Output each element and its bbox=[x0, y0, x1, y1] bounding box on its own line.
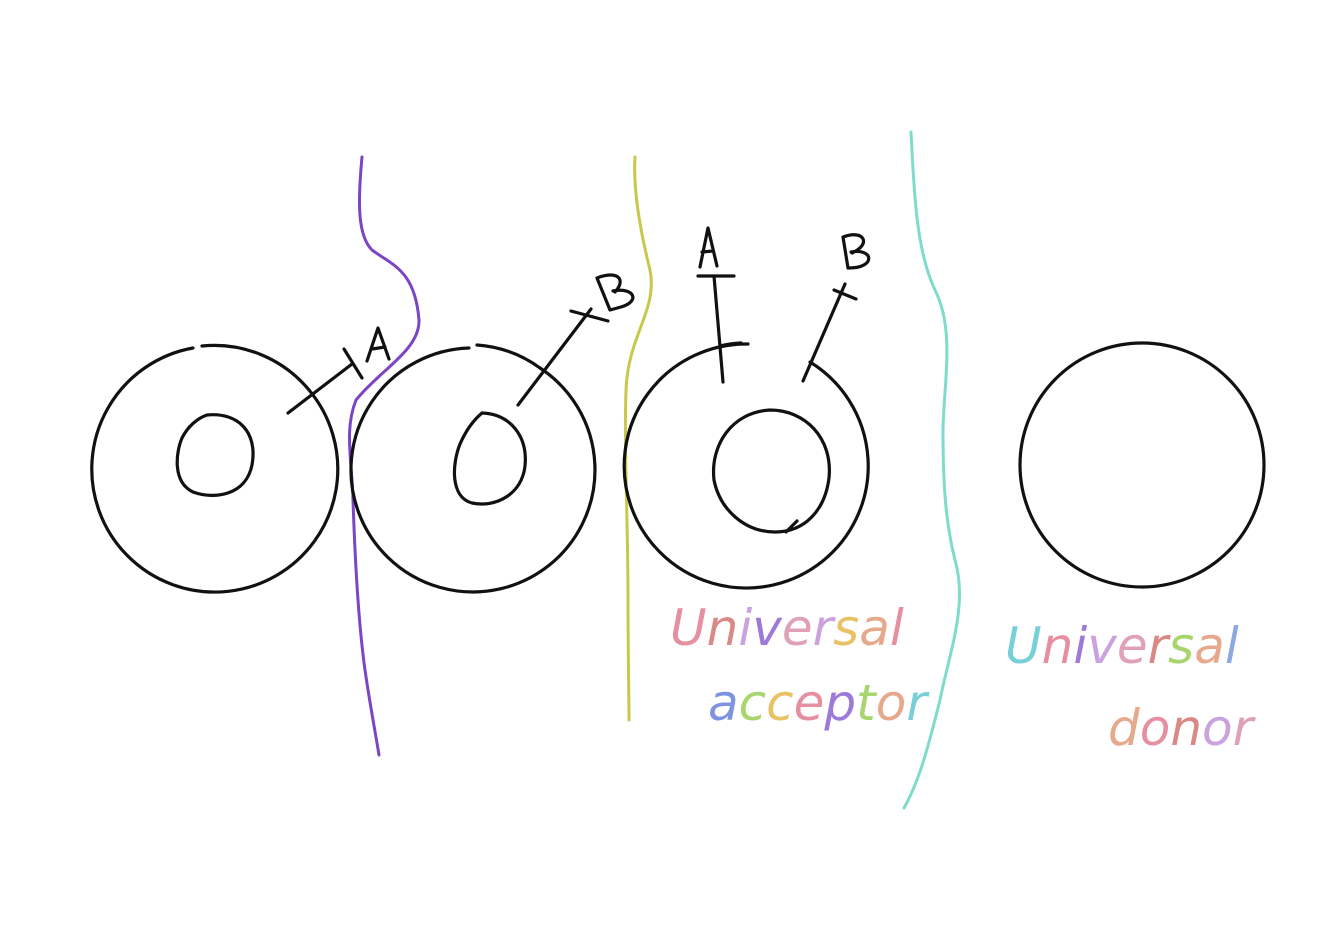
cell-membrane bbox=[1018, 341, 1266, 589]
antigen-bar bbox=[569, 309, 610, 323]
antigen-stalk bbox=[286, 362, 354, 415]
divider-line-1 bbox=[347, 155, 421, 757]
antigen-letter-b bbox=[841, 233, 871, 270]
antigen-stalk bbox=[516, 307, 593, 407]
cell-membrane-top bbox=[475, 343, 542, 370]
cell-membrane bbox=[349, 346, 597, 594]
antigen-bar bbox=[342, 347, 364, 380]
cell-nucleus bbox=[711, 408, 831, 534]
cell-nucleus-tail bbox=[784, 519, 799, 534]
cell-nucleus bbox=[175, 413, 255, 497]
donor-line-2: donor bbox=[1108, 699, 1257, 757]
cell-ab bbox=[622, 226, 871, 590]
annotation-universal-donor: Universal donor bbox=[1005, 617, 1257, 757]
cell-b bbox=[349, 273, 635, 594]
cell-membrane bbox=[622, 342, 870, 590]
cell-o bbox=[1018, 341, 1266, 589]
annotation-universal-acceptor: Universal acceptor bbox=[670, 599, 930, 732]
antigen-letter-b bbox=[595, 273, 635, 312]
acceptor-line-1: Universal bbox=[670, 599, 904, 657]
acceptor-line-2: acceptor bbox=[708, 674, 930, 732]
donor-line-1: Universal bbox=[1005, 617, 1239, 675]
divider-line-3 bbox=[902, 130, 962, 810]
cell-membrane-top bbox=[200, 343, 311, 392]
antigen-a-stalk bbox=[712, 274, 725, 384]
cell-membrane bbox=[90, 346, 340, 594]
antigen-b-stalk bbox=[801, 282, 847, 383]
antigen-letter-a bbox=[698, 226, 719, 269]
antigen-b-bar bbox=[832, 288, 858, 301]
divider-line-2 bbox=[623, 155, 653, 722]
antigen-letter-a bbox=[365, 326, 391, 363]
cell-nucleus bbox=[452, 411, 527, 506]
cell-a bbox=[90, 326, 391, 594]
